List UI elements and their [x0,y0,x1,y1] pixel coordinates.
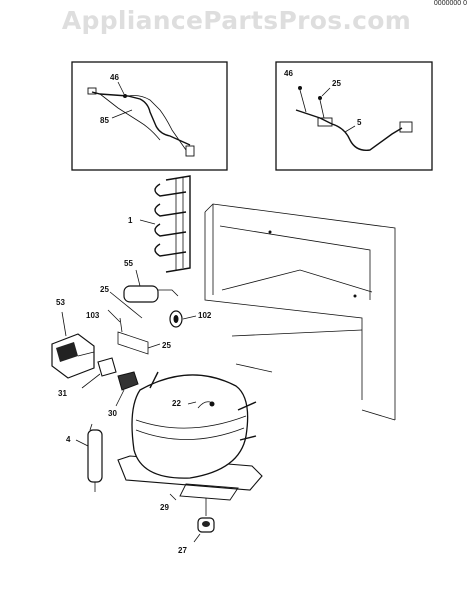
condenser-coil: 1 [128,175,191,273]
callout-25-right: 25 [332,79,341,88]
callout-25-mid: 25 [100,285,109,294]
callout-46-right: 46 [284,69,293,78]
mount-grommet: 27 [178,498,215,555]
callout-1: 1 [128,216,133,225]
inset-left: 46 85 [71,61,228,171]
mounting-bracket: 25 103 25 [86,285,171,355]
terminal-cover: 30 [108,371,139,418]
callout-103: 103 [86,311,100,320]
grommet: 102 [169,310,212,328]
relay-assembly: 53 [51,298,95,379]
watermark-text: AppliancePartsPros.com [61,6,412,35]
capacitor: 55 [123,259,179,303]
callout-31: 31 [58,389,67,398]
diagram-code: 0000000 0 [433,0,467,7]
callout-30: 30 [108,409,117,418]
callout-22: 22 [172,399,181,408]
callout-55: 55 [124,259,133,268]
callout-4: 4 [66,435,71,444]
cabinet-outline [204,203,396,421]
callout-5: 5 [357,118,362,127]
filter-drier: 4 [66,423,103,492]
callout-27: 27 [178,546,187,555]
callout-29: 29 [160,503,169,512]
connector-31: 31 [58,357,117,398]
callout-102: 102 [198,311,212,320]
callout-85: 85 [100,116,109,125]
callout-53: 53 [56,298,65,307]
compressor: 22 29 [117,363,273,512]
inset-right: 46 25 5 [275,61,433,171]
callout-46-left: 46 [110,73,119,82]
callout-25-low: 25 [162,341,171,350]
